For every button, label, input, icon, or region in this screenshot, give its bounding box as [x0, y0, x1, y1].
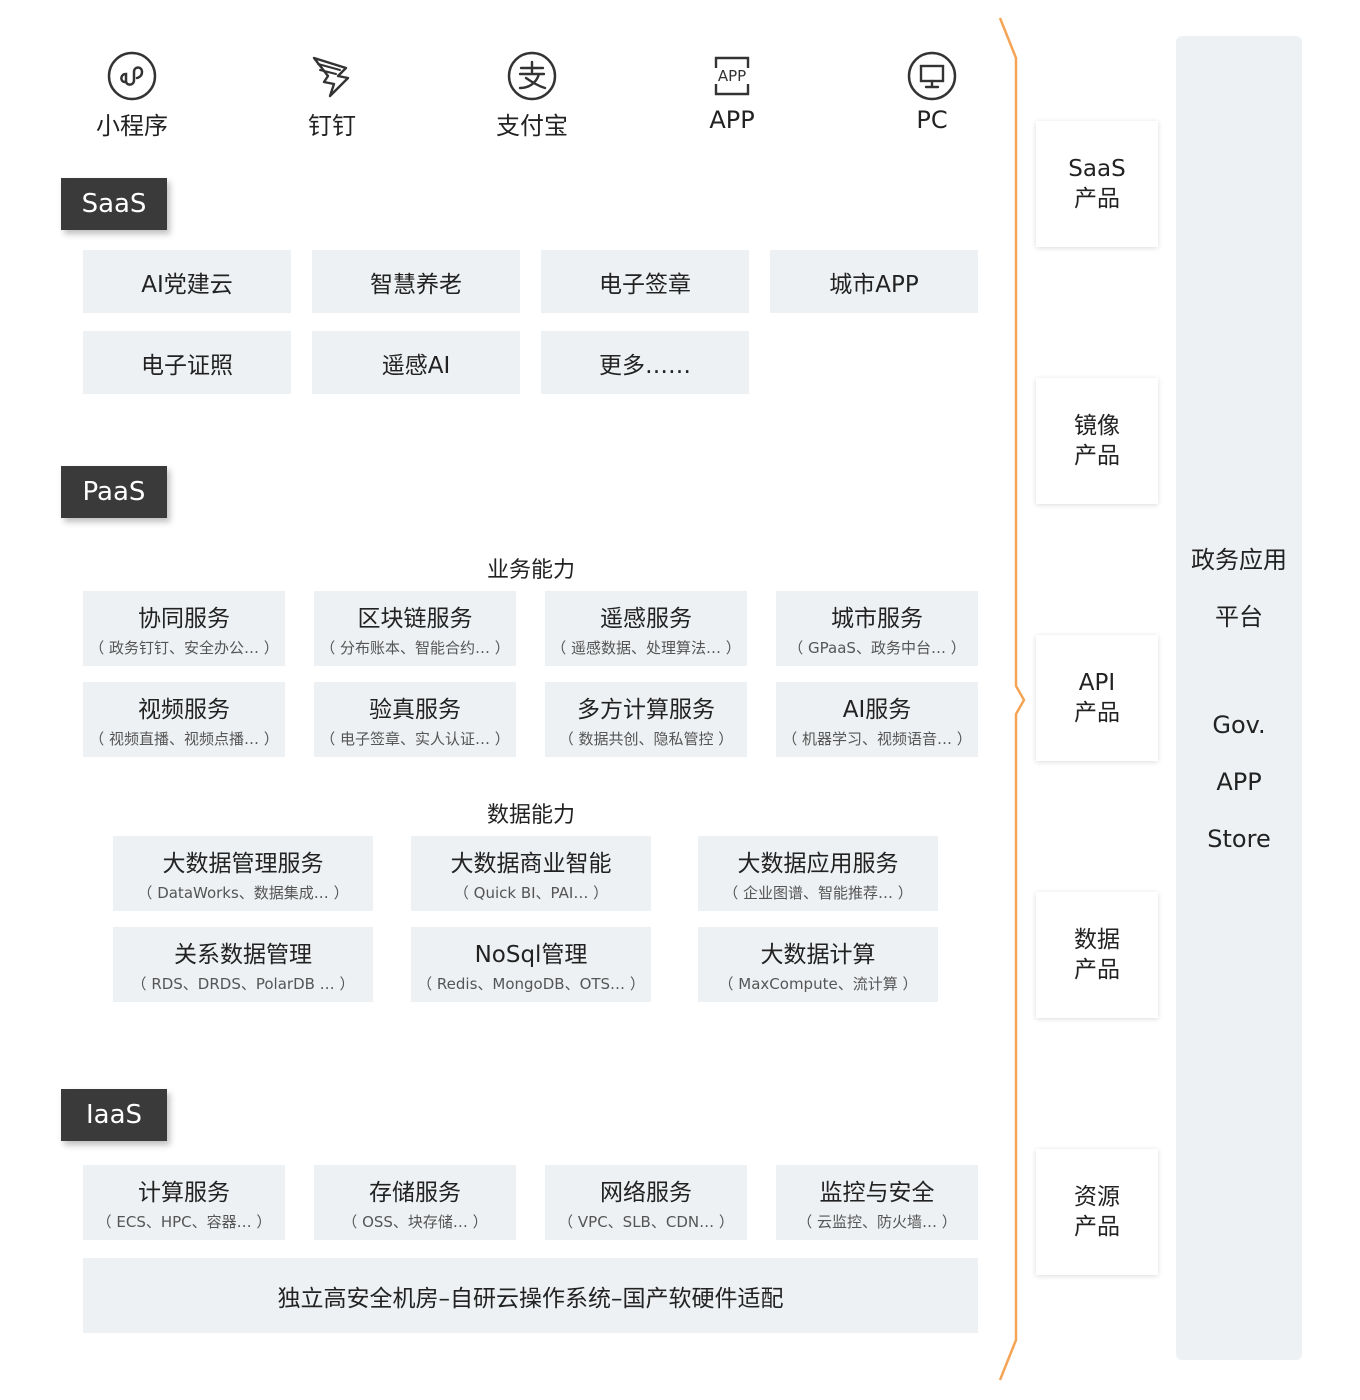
- iaas-item: 监控与安全（ 云监控、防火墙… ）: [776, 1165, 978, 1240]
- alipay-icon: [506, 50, 558, 102]
- data-item: 大数据计算（ MaxCompute、流计算 ）: [698, 927, 938, 1002]
- client-card-alipay: 支付宝: [460, 36, 604, 144]
- business-item: 验真服务（ 电子签章、实人认证… ）: [314, 682, 516, 757]
- store-line: 平台: [1215, 603, 1263, 631]
- svg-text:APP: APP: [718, 67, 746, 85]
- paas-tag: PaaS: [61, 466, 167, 518]
- client-label: PC: [916, 106, 948, 134]
- business-item: 遥感服务（ 遥感数据、处理算法… ）: [545, 591, 747, 666]
- saas-item: 电子签章: [541, 250, 749, 313]
- data-item: 关系数据管理（ RDS、DRDS、PolarDB … ）: [113, 927, 373, 1002]
- business-item: 多方计算服务（ 数据共创、隐私管控 ）: [545, 682, 747, 757]
- iaas-item: 网络服务（ VPC、SLB、CDN… ）: [545, 1165, 747, 1240]
- iaas-footer-bar: 独立高安全机房–自研云操作系统–国产软硬件适配: [83, 1258, 978, 1333]
- saas-item: 更多……: [541, 331, 749, 394]
- client-card-dingtalk: 钉钉: [260, 36, 404, 144]
- product-card-resource: 资源产品: [1036, 1149, 1158, 1275]
- saas-item: 遥感AI: [312, 331, 520, 394]
- iaas-item: 存储服务（ OSS、块存储… ）: [314, 1165, 516, 1240]
- gov-app-store-column: 政务应用 平台 Gov. APP Store: [1176, 36, 1302, 1360]
- client-card-pc: PC: [860, 36, 1004, 144]
- store-line: APP: [1216, 768, 1262, 796]
- saas-tag: SaaS: [61, 178, 167, 230]
- business-item: AI服务（ 机器学习、视频语音… ）: [776, 682, 978, 757]
- data-item: 大数据管理服务（ DataWorks、数据集成… ）: [113, 836, 373, 911]
- iaas-item: 计算服务（ ECS、HPC、容器… ）: [83, 1165, 285, 1240]
- business-item: 视频服务（ 视频直播、视频点播… ）: [83, 682, 285, 757]
- client-label: 小程序: [96, 112, 168, 140]
- pc-monitor-icon: [906, 50, 958, 102]
- data-capability-title: 数据能力: [486, 803, 575, 828]
- data-item: 大数据商业智能（ Quick BI、PAI… ）: [411, 836, 651, 911]
- business-item: 协同服务（ 政务钉钉、安全办公… ）: [83, 591, 285, 666]
- client-label: 支付宝: [496, 112, 568, 140]
- business-item: 区块链服务（ 分布账本、智能合约… ）: [314, 591, 516, 666]
- dingtalk-icon: [306, 50, 358, 102]
- client-card-app: APP APP: [660, 36, 804, 144]
- mini-program-icon: [106, 50, 158, 102]
- store-line: Gov.: [1212, 711, 1266, 739]
- store-line: 政务应用: [1191, 546, 1287, 574]
- saas-item: 智慧养老: [312, 250, 520, 313]
- client-label: 钉钉: [308, 112, 356, 140]
- data-item: 大数据应用服务（ 企业图谱、智能推荐… ）: [698, 836, 938, 911]
- product-card-data: 数据产品: [1036, 892, 1158, 1018]
- product-card-image: 镜像产品: [1036, 378, 1158, 504]
- store-line: Store: [1207, 825, 1271, 853]
- iaas-tag: IaaS: [61, 1089, 167, 1141]
- saas-item: 电子证照: [83, 331, 291, 394]
- saas-item: 城市APP: [770, 250, 978, 313]
- client-card-mini-program: 小程序: [60, 36, 204, 144]
- client-label: APP: [709, 106, 755, 134]
- saas-item: AI党建云: [83, 250, 291, 313]
- business-item: 城市服务（ GPaaS、政务中台… ）: [776, 591, 978, 666]
- data-item: NoSql管理（ Redis、MongoDB、OTS… ）: [411, 927, 651, 1002]
- business-capability-title: 业务能力: [486, 558, 575, 583]
- app-icon: APP: [706, 50, 758, 102]
- bracket-connector: [998, 17, 1026, 1381]
